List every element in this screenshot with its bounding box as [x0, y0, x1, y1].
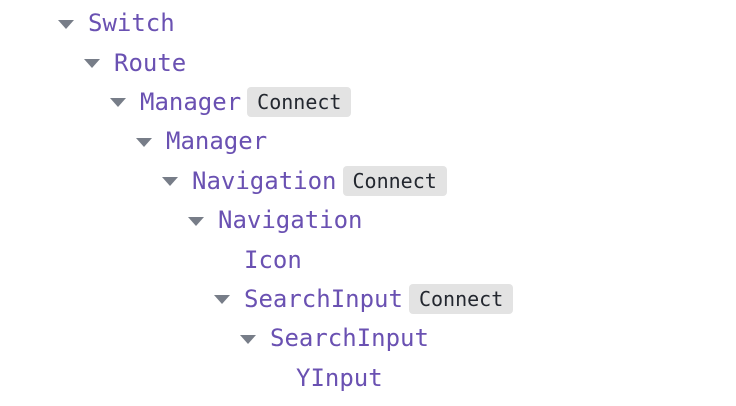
tree-row[interactable]: SearchInput	[0, 319, 736, 358]
component-name[interactable]: SearchInput	[270, 324, 429, 353]
chevron-down-icon	[58, 19, 74, 29]
component-name[interactable]: Navigation	[192, 166, 337, 195]
tree-row[interactable]: Icon	[0, 240, 736, 279]
expand-collapse-toggle[interactable]	[136, 122, 166, 161]
hoc-badge: Connect	[247, 86, 352, 117]
tree-row[interactable]: Route	[0, 43, 736, 82]
tree-row[interactable]: YInput	[0, 358, 736, 397]
chevron-down-icon	[214, 295, 230, 305]
expand-collapse-toggle[interactable]	[110, 82, 140, 121]
tree-row[interactable]: Switch	[0, 4, 736, 43]
expand-collapse-toggle[interactable]	[84, 43, 114, 82]
expander-spacer	[266, 358, 296, 397]
expand-collapse-toggle[interactable]	[58, 4, 88, 43]
component-name[interactable]: Icon	[244, 245, 302, 274]
component-name[interactable]: SearchInput	[244, 284, 403, 313]
component-name[interactable]: Manager	[166, 127, 268, 156]
tree-row[interactable]: Navigation	[0, 200, 736, 239]
chevron-down-icon	[188, 216, 204, 226]
chevron-down-icon	[84, 59, 100, 69]
component-name[interactable]: Manager	[140, 87, 242, 116]
expand-collapse-toggle[interactable]	[188, 200, 218, 239]
hoc-badge: Connect	[342, 165, 447, 196]
expand-collapse-toggle[interactable]	[162, 161, 192, 200]
component-name[interactable]: YInput	[296, 363, 383, 392]
component-name[interactable]: Navigation	[218, 206, 363, 235]
chevron-down-icon	[136, 137, 152, 147]
expand-collapse-toggle[interactable]	[214, 279, 244, 318]
chevron-down-icon	[110, 98, 126, 108]
hoc-badge: Connect	[408, 283, 514, 314]
expander-spacer	[214, 240, 244, 279]
tree-row[interactable]: Manager	[0, 122, 736, 161]
chevron-down-icon	[240, 334, 256, 344]
component-name[interactable]: Route	[114, 48, 187, 77]
expand-collapse-toggle[interactable]	[240, 319, 270, 358]
chevron-down-icon	[162, 177, 178, 187]
component-name[interactable]: Switch	[88, 9, 175, 38]
